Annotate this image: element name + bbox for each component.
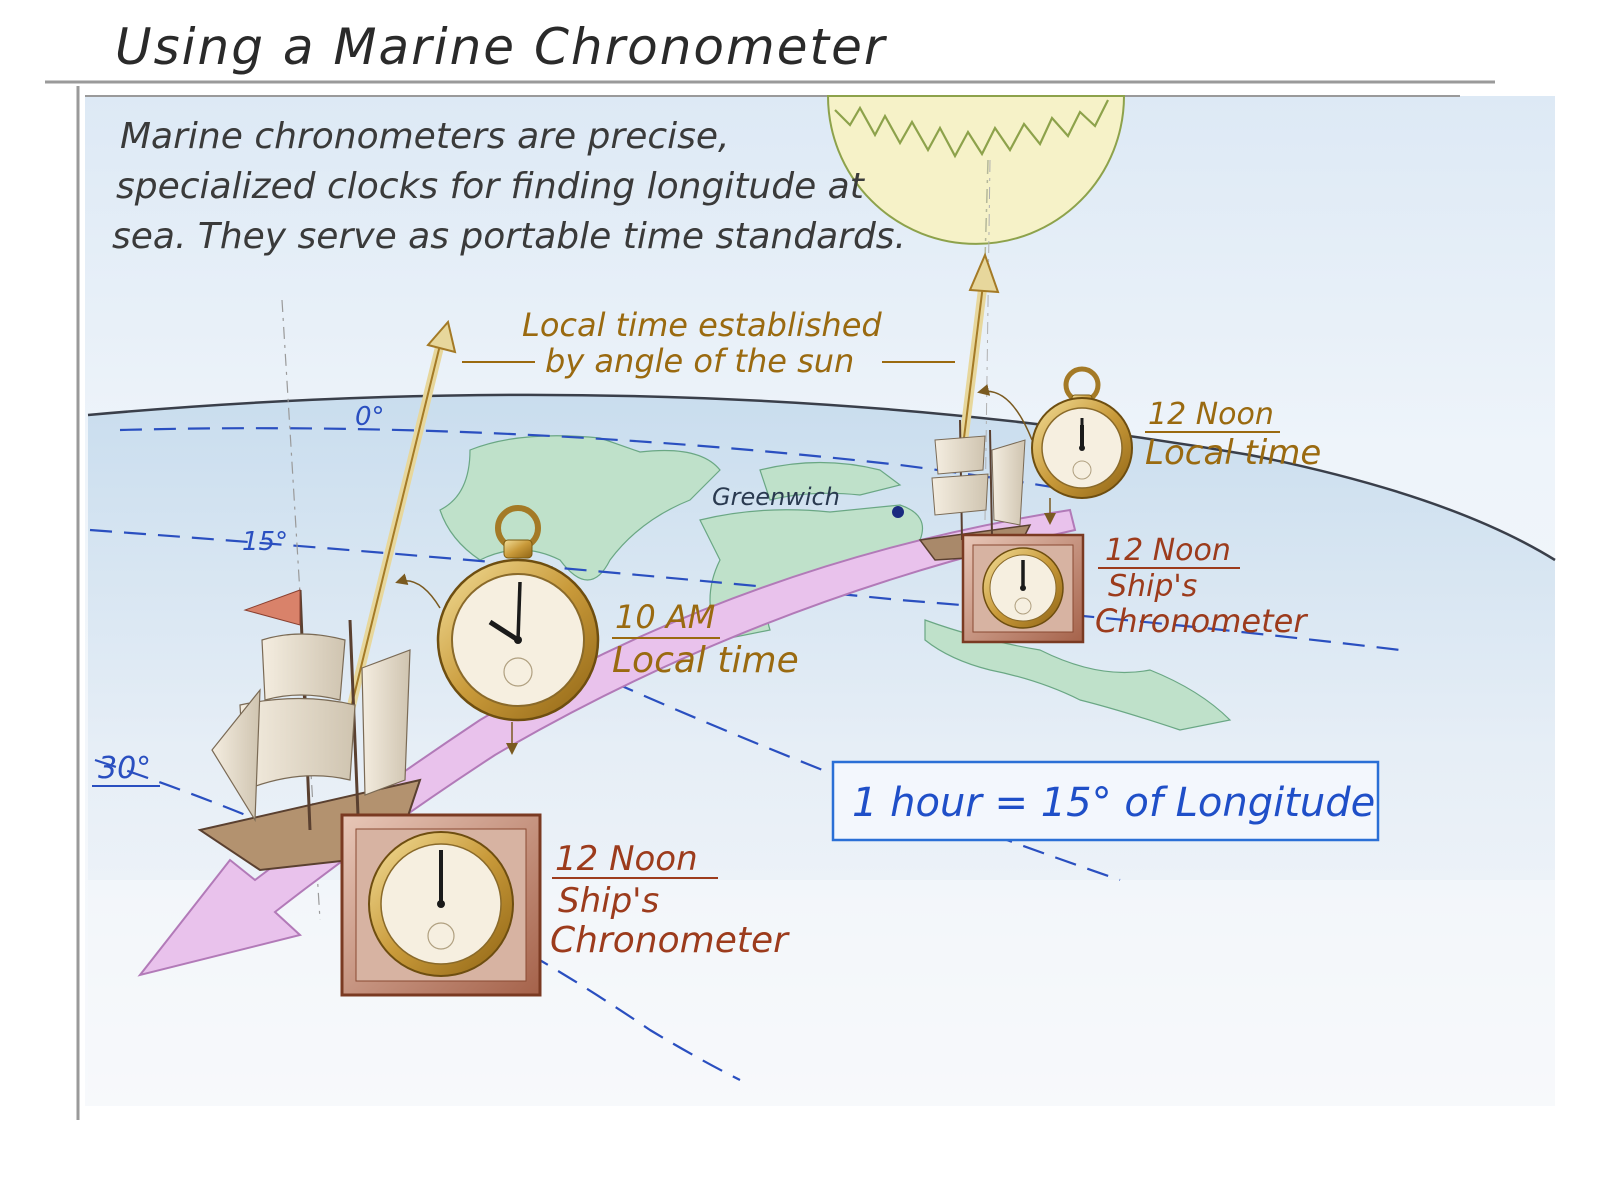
diagram-title: Using a Marine Chronometer xyxy=(115,18,888,76)
intro-line-2: specialized clocks for finding longitude… xyxy=(116,166,866,207)
east-chron-line-1: 12 Noon xyxy=(1105,533,1231,568)
pocket-watch-icon xyxy=(436,505,600,722)
west-chron-line-1: 12 Noon xyxy=(555,839,698,879)
west-chron-line-2: Ship's xyxy=(558,881,659,921)
west-chron-line-3: Chronometer xyxy=(550,920,790,961)
construction-line-east xyxy=(984,159,991,521)
lower-white-fade xyxy=(88,880,1555,1105)
west-watch-leader-up xyxy=(395,573,441,609)
sun-ray xyxy=(984,159,989,261)
horizon-curve xyxy=(87,393,1556,562)
rule-box-text: 1 hour = 15° of Longitude xyxy=(852,780,1375,826)
intro-line-1: Marine chronometers are precise, xyxy=(120,116,730,157)
greenwich-label: Greenwich xyxy=(712,483,840,511)
meridian-label-15: 15° xyxy=(242,527,288,557)
west-local-time-line-1: 10 AM xyxy=(615,598,715,636)
greenwich-marker xyxy=(892,506,904,518)
chronometer-icon xyxy=(961,533,1085,644)
meridian-label-30: 30° xyxy=(98,751,151,786)
meridian-label-0: 0° xyxy=(355,402,385,432)
sun-icon xyxy=(826,95,1126,245)
sun-angle-label-line-1: Local time established xyxy=(522,306,882,344)
west-local-time-line-2: Local time xyxy=(612,640,799,681)
chronometer-icon xyxy=(340,813,542,997)
pocket-watch-icon xyxy=(1031,366,1133,499)
east-local-time-line-1: 12 Noon xyxy=(1148,397,1274,432)
voyage-track-arrow xyxy=(137,508,1077,977)
sun-angle-label-line-2: by angle of the sun xyxy=(545,342,854,380)
sun-angle-arrow-west xyxy=(343,319,457,722)
intro-line-3: sea. They serve as portable time standar… xyxy=(112,216,906,257)
east-watch-leader-up xyxy=(977,384,1033,441)
east-chron-line-3: Chronometer xyxy=(1095,602,1308,640)
east-local-time-line-2: Local time xyxy=(1145,433,1321,473)
east-chron-line-2: Ship's xyxy=(1108,569,1197,604)
rule-box xyxy=(831,760,1380,842)
